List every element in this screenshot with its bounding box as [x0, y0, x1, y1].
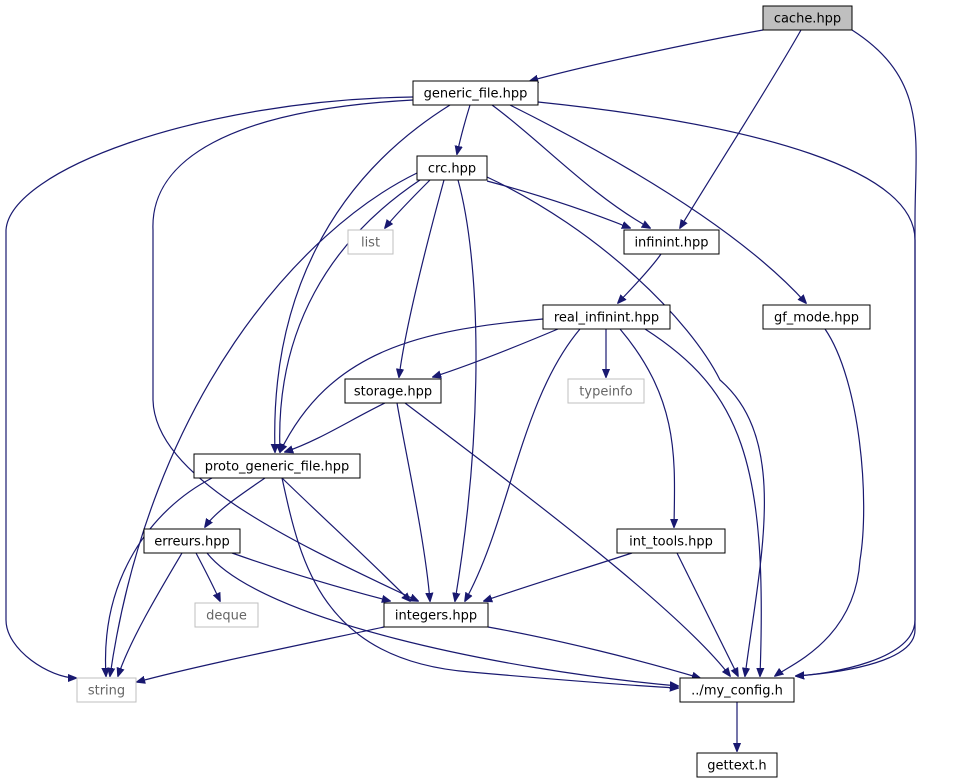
node-inttools[interactable]: int_tools.hpp: [616, 528, 726, 554]
node-box-myconfig: [679, 677, 795, 703]
node-label-myconfig: ../my_config.h: [691, 684, 783, 699]
edge-gf-to-integers: [152, 99, 418, 601]
edge-cache-to-infinint: [680, 29, 802, 228]
node-box-proto: [193, 453, 361, 479]
node-gfmode[interactable]: gf_mode.hpp: [762, 304, 871, 330]
nodes: cache.hpp generic_file.hpp crc.hpp list infi…: [76, 5, 871, 778]
edge-gfmode-to-myconfig: [775, 328, 865, 676]
node-label-erreurs: erreurs.hpp: [154, 535, 229, 550]
edge-gf-to-crc: [457, 104, 471, 154]
edge-crc-to-proto: [280, 179, 421, 452]
node-box-list: [347, 229, 394, 255]
node-label-gf: generic_file.hpp: [424, 87, 528, 102]
node-box-gf: [412, 80, 539, 106]
node-box-integers: [383, 602, 489, 628]
node-label-list: list: [361, 236, 380, 251]
edges: [5, 29, 917, 751]
edge-real-to-myconfig: [644, 328, 761, 676]
edge-cache-to-gf: [530, 29, 764, 81]
node-label-gettext: gettext.h: [707, 759, 766, 774]
edge-real-to-integers: [465, 328, 581, 601]
node-label-deque: deque: [206, 609, 247, 624]
edge-storage-to-myconfig: [404, 402, 730, 676]
node-box-cache: [762, 5, 853, 31]
node-label-typeinfo: typeinfo: [579, 385, 632, 400]
node-label-crc: crc.hpp: [428, 162, 476, 177]
edge-real-to-proto: [280, 318, 544, 452]
node-gf[interactable]: generic_file.hpp: [412, 80, 539, 106]
edge-storage-to-integers: [396, 402, 430, 601]
node-storage[interactable]: storage.hpp: [344, 378, 442, 404]
node-infinint[interactable]: infinint.hpp: [623, 229, 720, 255]
edge-cache-to-myconfig: [796, 29, 917, 676]
node-box-infinint: [623, 229, 720, 255]
edge-erreurs-to-deque: [195, 552, 220, 601]
edge-proto-to-integers: [281, 477, 410, 601]
edge-inttools-to-integers: [484, 552, 633, 601]
edge-real-to-inttools: [619, 328, 675, 527]
edge-infinint-to-real: [618, 253, 662, 303]
node-box-typeinfo: [567, 378, 645, 404]
node-box-inttools: [616, 528, 726, 554]
edge-crc-to-integers: [455, 179, 477, 601]
node-label-infinint: infinint.hpp: [634, 236, 708, 251]
edge-inttools-to-myconfig: [676, 552, 738, 676]
node-gettext[interactable]: gettext.h: [696, 752, 778, 778]
node-cache[interactable]: cache.hpp: [762, 5, 853, 31]
edge-gf-to-string: [5, 96, 414, 678]
node-label-integers: integers.hpp: [395, 609, 477, 624]
edge-integers-to-myconfig: [487, 626, 700, 678]
edge-proto-to-string: [106, 477, 213, 676]
node-list: list: [347, 229, 394, 255]
node-integers[interactable]: integers.hpp: [383, 602, 489, 628]
node-deque: deque: [194, 602, 259, 628]
node-label-gfmode: gf_mode.hpp: [774, 311, 859, 326]
node-label-inttools: int_tools.hpp: [629, 535, 713, 550]
node-box-string: [76, 677, 137, 703]
edge-crc-to-myconfig: [486, 176, 765, 676]
node-box-deque: [194, 602, 259, 628]
node-string: string: [76, 677, 137, 703]
node-label-storage: storage.hpp: [354, 385, 432, 400]
edge-proto-to-erreurs: [205, 477, 266, 527]
node-label-string: string: [88, 684, 125, 699]
edge-erreurs-to-string: [118, 552, 183, 676]
node-proto[interactable]: proto_generic_file.hpp: [193, 453, 361, 479]
edge-gf-to-infinint: [491, 104, 650, 228]
edge-crc-to-storage: [399, 179, 445, 377]
node-label-cache: cache.hpp: [774, 12, 841, 27]
node-box-storage: [344, 378, 442, 404]
node-box-crc: [416, 155, 488, 181]
node-label-proto: proto_generic_file.hpp: [205, 460, 350, 475]
node-box-real: [542, 304, 671, 330]
edge-erreurs-to-integers: [231, 552, 390, 601]
edge-integers-to-string: [137, 626, 385, 682]
edge-gf-to-myconfig: [537, 101, 916, 676]
node-box-erreurs: [143, 528, 241, 554]
edge-gf-to-gfmode: [509, 104, 806, 303]
node-crc[interactable]: crc.hpp: [416, 155, 488, 181]
node-label-real: real_infinint.hpp: [554, 311, 659, 326]
node-typeinfo: typeinfo: [567, 378, 645, 404]
node-myconfig[interactable]: ../my_config.h: [679, 677, 795, 703]
node-box-gettext: [696, 752, 778, 778]
edge-erreurs-to-myconfig: [206, 552, 678, 686]
edge-storage-to-proto: [285, 402, 386, 452]
edge-crc-to-list: [385, 179, 431, 228]
edge-gf-to-proto: [275, 104, 451, 452]
edge-real-to-storage: [433, 328, 559, 377]
edge-proto-to-myconfig: [281, 477, 678, 688]
node-real[interactable]: real_infinint.hpp: [542, 304, 671, 330]
node-box-gfmode: [762, 304, 871, 330]
edge-crc-to-string: [110, 172, 418, 676]
node-erreurs[interactable]: erreurs.hpp: [143, 528, 241, 554]
